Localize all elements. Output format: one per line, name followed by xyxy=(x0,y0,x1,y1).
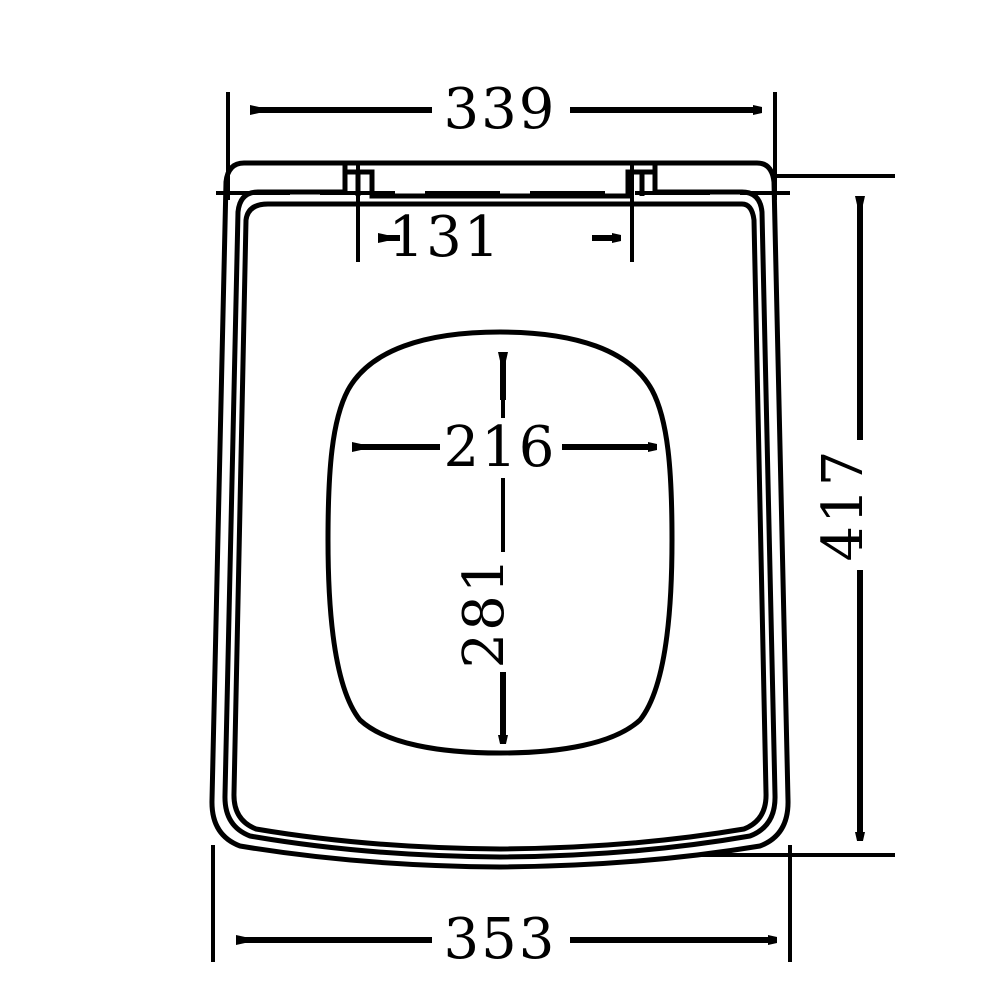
lid-outline-group xyxy=(209,160,791,870)
seat-outer-outline xyxy=(222,169,778,860)
hinge-notch-left xyxy=(342,163,361,196)
seat-opening-group xyxy=(325,329,675,756)
hinge-notch-right xyxy=(639,163,658,196)
seat-outline-group xyxy=(222,169,778,860)
dimension-label-339: 339 xyxy=(444,77,557,142)
dimension-label-216: 216 xyxy=(444,415,557,480)
seat-inner-outline xyxy=(231,201,769,852)
dimension-label-353: 353 xyxy=(444,907,557,972)
extension-lines xyxy=(211,92,895,962)
dimension-label-417: 417 xyxy=(811,449,876,562)
hinge-notch-detail xyxy=(342,163,658,196)
seat-opening-outline xyxy=(325,329,675,756)
dimension-label-281: 281 xyxy=(452,556,517,669)
lid-outer-outline xyxy=(209,160,791,870)
dimension-label-131: 131 xyxy=(389,205,502,270)
